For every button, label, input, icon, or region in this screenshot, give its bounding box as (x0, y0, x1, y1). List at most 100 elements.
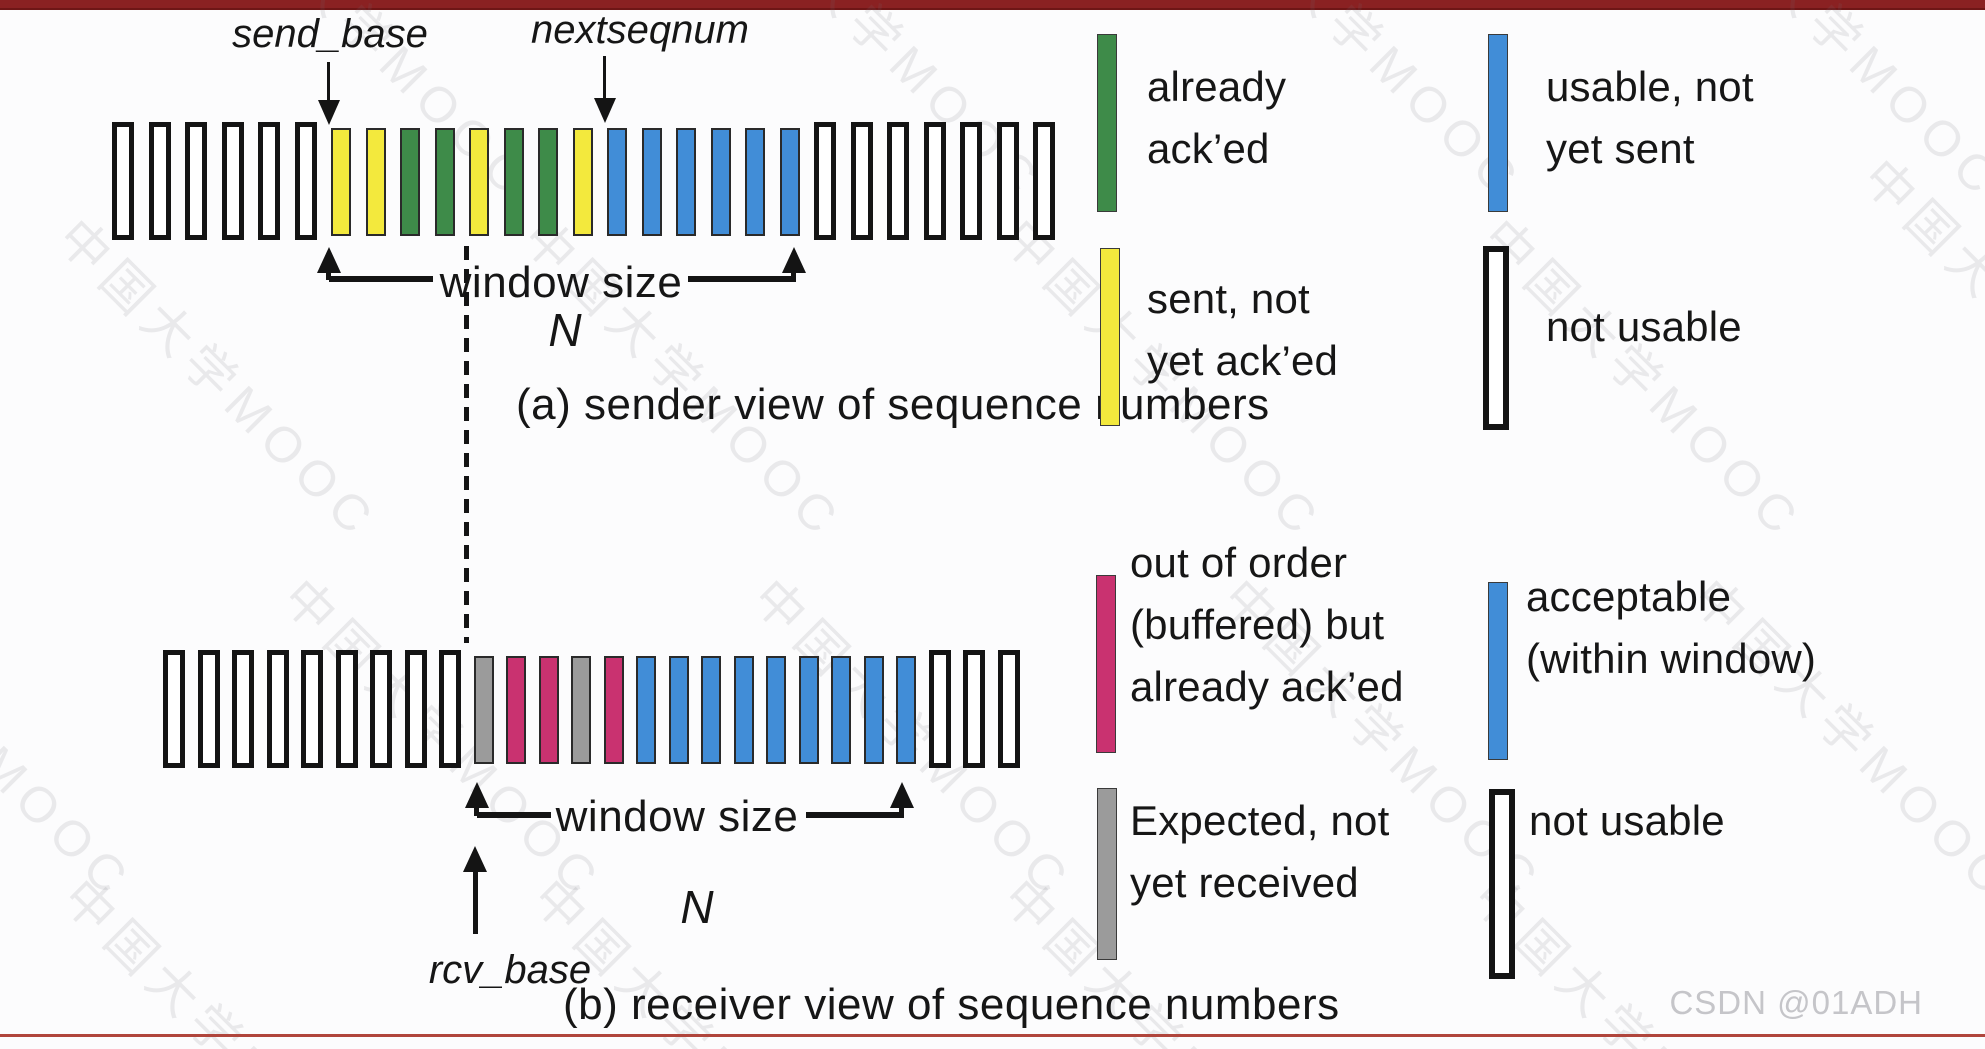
slot-not-usable (963, 650, 985, 768)
slot-window-blue (831, 656, 851, 764)
slot-not-usable (232, 650, 254, 768)
slot-sent-not-acked (572, 128, 593, 236)
slot-not-usable (258, 122, 280, 240)
receiver-window-size-label: window size (555, 792, 799, 841)
rcv-base-arrow (473, 868, 478, 934)
caption-sender-view: (a) sender view of sequence numbers (516, 380, 1270, 429)
nextseqnum-arrowhead-icon (594, 98, 616, 123)
slot-not-usable (814, 122, 836, 240)
slot-window-blue (745, 128, 765, 236)
receiver-window-right-stem (899, 804, 904, 816)
slot-not-usable (887, 122, 909, 240)
send-base-label: send_base (232, 12, 428, 56)
base-alignment-dashed-line (464, 246, 469, 643)
slot-already-acked (503, 128, 524, 236)
slide-top-border (0, 0, 1985, 10)
slot-window-blue (668, 656, 689, 764)
sender-window-size-label: window size (439, 258, 683, 307)
slot-expected-not-received (473, 656, 494, 764)
rcv-base-label: rcv_base (428, 948, 592, 992)
mooc-watermark: 中国大学MOOC (46, 208, 389, 551)
slot-window-blue (710, 128, 731, 236)
slot-already-acked (400, 128, 420, 236)
slot-sent-not-acked (365, 128, 386, 236)
slot-not-usable (221, 122, 244, 240)
nextseqnum-arrow (603, 56, 606, 100)
legend-label-not-usable-receiver: not usable (1529, 797, 1725, 844)
slot-not-usable (404, 650, 427, 768)
slot-not-usable (996, 122, 1019, 240)
slot-not-usable (928, 650, 951, 768)
slot-sent-not-acked (331, 128, 351, 236)
slot-not-usable (370, 650, 392, 768)
legend-swatch-out-of-order (1096, 575, 1116, 753)
legend-label-already-acked: already ack’ed (1147, 63, 1287, 172)
csdn-watermark: CSDN @01ADH (1669, 984, 1923, 1021)
send-base-arrowhead-icon (318, 100, 340, 125)
mooc-watermark: 中国大学MOOC (511, 208, 854, 551)
legend-swatch-not-usable-sender (1483, 246, 1509, 430)
legend-label-usable-not-sent: usable, not yet sent (1546, 63, 1754, 172)
legend-swatch-expected (1097, 788, 1117, 960)
receiver-window-n-label: N (680, 881, 714, 933)
nextseqnum-label: nextseqnum (531, 8, 749, 52)
legend-label-acceptable: acceptable (within window) (1526, 573, 1817, 682)
mooc-watermark: 中国大学MOOC (0, 568, 144, 911)
legend-swatch-usable-not-sent (1488, 34, 1508, 212)
legend-label-not-usable-sender: not usable (1546, 303, 1742, 350)
sender-window-right-stem (791, 268, 796, 280)
slot-window-blue (636, 656, 656, 764)
sender-window-n-label: N (548, 304, 582, 356)
legend-swatch-acceptable (1488, 582, 1508, 760)
caption-receiver-view: (b) receiver view of sequence numbers (563, 980, 1340, 1029)
slot-window-blue (798, 656, 819, 764)
legend-swatch-not-usable-receiver (1489, 789, 1515, 979)
slot-window-blue (779, 128, 800, 236)
slot-not-usable (960, 122, 982, 240)
slot-not-usable (997, 650, 1020, 768)
legend-label-expected: Expected, not yet received (1130, 797, 1390, 906)
slot-not-usable (301, 650, 323, 768)
receiver-window-left-arrow-icon (465, 782, 489, 808)
slot-out-of-order-acked (506, 656, 526, 764)
slot-not-usable (197, 650, 220, 768)
slot-window-blue (607, 128, 627, 236)
slot-window-blue (896, 656, 916, 764)
slot-window-blue (701, 656, 721, 764)
sender-window-left-stem (326, 268, 331, 280)
slot-out-of-order-acked (603, 656, 624, 764)
slot-not-usable (850, 122, 873, 240)
receiver-window-left-stem (474, 804, 479, 816)
mooc-watermark: 中国大学MOOC (1471, 208, 1814, 551)
slot-not-usable (112, 122, 134, 240)
slot-window-blue (641, 128, 662, 236)
slot-out-of-order-acked (538, 656, 559, 764)
receiver-sequence-row (163, 650, 1020, 768)
slot-not-usable (335, 650, 358, 768)
slot-not-usable (923, 122, 946, 240)
slot-window-blue (766, 656, 786, 764)
slot-not-usable (185, 122, 207, 240)
slot-not-usable (163, 650, 185, 768)
legend-swatch-already-acked (1097, 34, 1117, 212)
slot-already-acked (434, 128, 455, 236)
slot-window-blue (676, 128, 696, 236)
receiver-window-right-line (806, 812, 904, 818)
slot-not-usable (439, 650, 461, 768)
slot-already-acked (538, 128, 558, 236)
sender-window-left-line (329, 276, 433, 282)
sender-sequence-row (112, 122, 1055, 240)
slot-window-blue (733, 656, 754, 764)
mooc-watermark: 中国大学MOOC (1851, 148, 1985, 491)
slot-not-usable (148, 122, 171, 240)
slot-not-usable (1033, 122, 1055, 240)
slot-not-usable (266, 650, 289, 768)
slot-expected-not-received (571, 656, 591, 764)
slide-bottom-border (0, 1034, 1985, 1037)
receiver-window-left-line (477, 812, 551, 818)
mooc-watermark: 中国大学MOOC (51, 868, 394, 1049)
legend-label-out-of-order: out of order (buffered) but already ack’… (1130, 539, 1404, 710)
slot-not-usable (294, 122, 317, 240)
legend-label-sent-not-acked: sent, not yet ack’ed (1147, 275, 1339, 384)
